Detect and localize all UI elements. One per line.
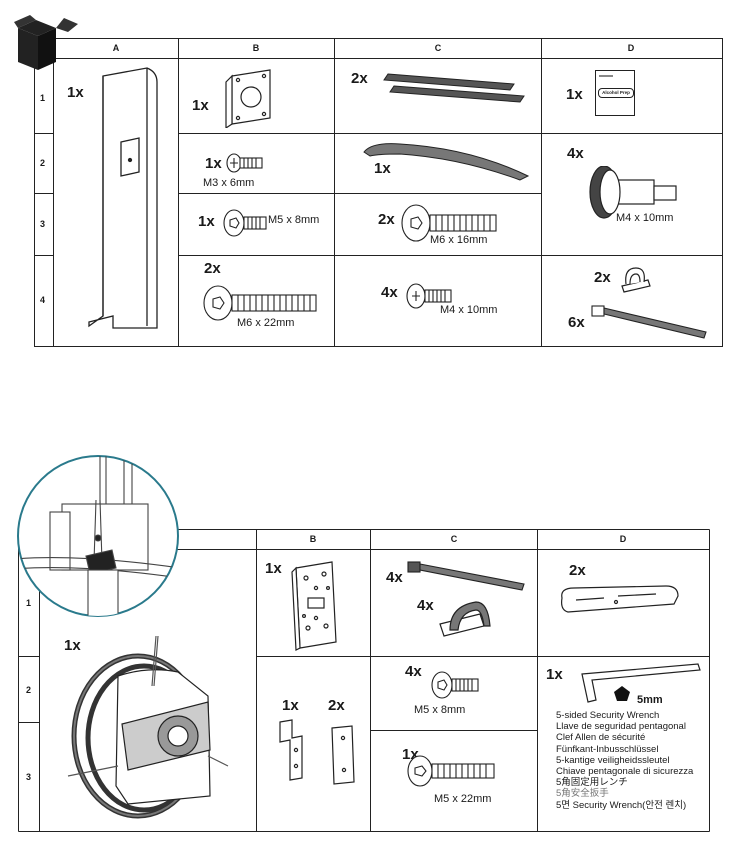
size-label: M3 x 6mm	[203, 177, 255, 189]
qty-label: 1x	[566, 86, 583, 103]
qty-label: 4x	[386, 569, 403, 586]
qty-label: 1x	[282, 697, 299, 714]
row-header-1: 1	[26, 598, 32, 608]
row-header-3: 3	[40, 219, 46, 229]
detail-inset-illustration	[17, 455, 179, 617]
adhesive-strips-illustration	[383, 73, 525, 103]
row-header-2: 2	[26, 685, 32, 695]
qty-label: 2x	[328, 697, 345, 714]
screw-m4-illustration	[406, 283, 452, 309]
cable-tie-illustration	[407, 561, 525, 591]
qty-label: 1x	[64, 637, 81, 654]
qty-label: 4x	[567, 145, 584, 162]
qty-label: 1x	[198, 213, 215, 230]
wrench-name-list: 5-sided Security Wrench Llave de segurid…	[556, 710, 693, 811]
col-header-b: B	[309, 534, 317, 544]
col-header-c: C	[434, 43, 442, 53]
wrench-size-label: 5mm	[637, 694, 663, 706]
qty-label: 2x	[569, 562, 586, 579]
screw-m5-22-illustration	[407, 755, 495, 787]
wrench-name: Clef Allen de sécurité	[556, 732, 646, 744]
qty-label: 1x	[374, 160, 391, 177]
alcohol-prep-label: Alcohol Prep	[598, 88, 634, 98]
col-header-a: A	[112, 43, 120, 53]
col-header-b: B	[252, 43, 260, 53]
row-header-2: 2	[40, 158, 46, 168]
qty-label: 4x	[381, 284, 398, 301]
column-post-illustration	[88, 67, 158, 329]
qty-label: 2x	[594, 269, 611, 286]
row-header-4: 4	[40, 295, 46, 305]
screw-m5-8-illustration	[431, 671, 479, 699]
size-label: M5 x 22mm	[434, 793, 492, 805]
qty-label: 1x	[265, 560, 282, 577]
screw-m6-16-illustration	[401, 204, 497, 242]
cable-clip-illustration	[621, 267, 651, 293]
vesa-plate-illustration	[225, 69, 271, 128]
col-header-c: C	[450, 534, 458, 544]
size-label: M4 x 10mm	[616, 212, 674, 224]
qty-label: 1x	[192, 97, 209, 114]
size-label: M4 x 10mm	[440, 304, 498, 316]
small-bracket-illustration	[279, 719, 303, 781]
thumb-screw-illustration	[589, 166, 677, 219]
screw-m5-illustration	[223, 209, 267, 237]
wrench-name: 5角固定用レンチ	[556, 777, 628, 789]
box-icon	[14, 15, 78, 70]
flat-plate-illustration	[331, 725, 355, 785]
qty-label: 4x	[405, 663, 422, 680]
wrench-name: Llave de seguridad pentagonal	[556, 721, 686, 733]
size-label: M5 x 8mm	[268, 214, 320, 226]
pentagon-icon	[614, 686, 630, 701]
screw-m6-22-illustration	[203, 285, 317, 321]
size-label: M5 x 8mm	[414, 704, 466, 716]
alcohol-prep-pack: Alcohol Prep	[595, 70, 635, 116]
qty-label: 4x	[417, 597, 434, 614]
qty-label: 1x	[67, 84, 84, 101]
screw-m3-illustration	[226, 153, 263, 173]
qty-label: 6x	[568, 314, 585, 331]
qty-label: 1x	[546, 666, 563, 683]
bracket-illustration	[561, 585, 679, 613]
col-header-d: D	[627, 43, 635, 53]
lock-plate-illustration	[291, 561, 337, 651]
wrench-name: 5-kantige veiligheidssleutel	[556, 754, 670, 766]
qty-label: 2x	[378, 211, 395, 228]
wrench-name: 5면 Security Wrench(안전 렌치)	[556, 799, 687, 811]
row-header-3: 3	[26, 772, 32, 782]
wrench-name: 5角安全扳手	[556, 788, 609, 800]
qty-label: 2x	[204, 260, 221, 277]
qty-label: 2x	[351, 70, 368, 87]
cable-tie-illustration	[591, 305, 707, 339]
col-header-d: D	[619, 534, 627, 544]
adhesive-mount-illustration	[439, 601, 491, 637]
cable-cover-illustration	[363, 143, 530, 181]
security-wrench-illustration	[581, 663, 701, 703]
wrench-name: Fünfkant-Inbusschlüssel	[556, 743, 659, 755]
cable-lock-illustration	[67, 635, 229, 819]
size-label: M6 x 22mm	[237, 317, 295, 329]
wrench-name: Chiave pentagonale di sicurezza	[556, 766, 694, 778]
wrench-name: 5-sided Security Wrench	[556, 710, 660, 721]
row-header-1: 1	[40, 93, 46, 103]
size-label: M6 x 16mm	[430, 234, 488, 246]
qty-label: 1x	[205, 155, 222, 172]
